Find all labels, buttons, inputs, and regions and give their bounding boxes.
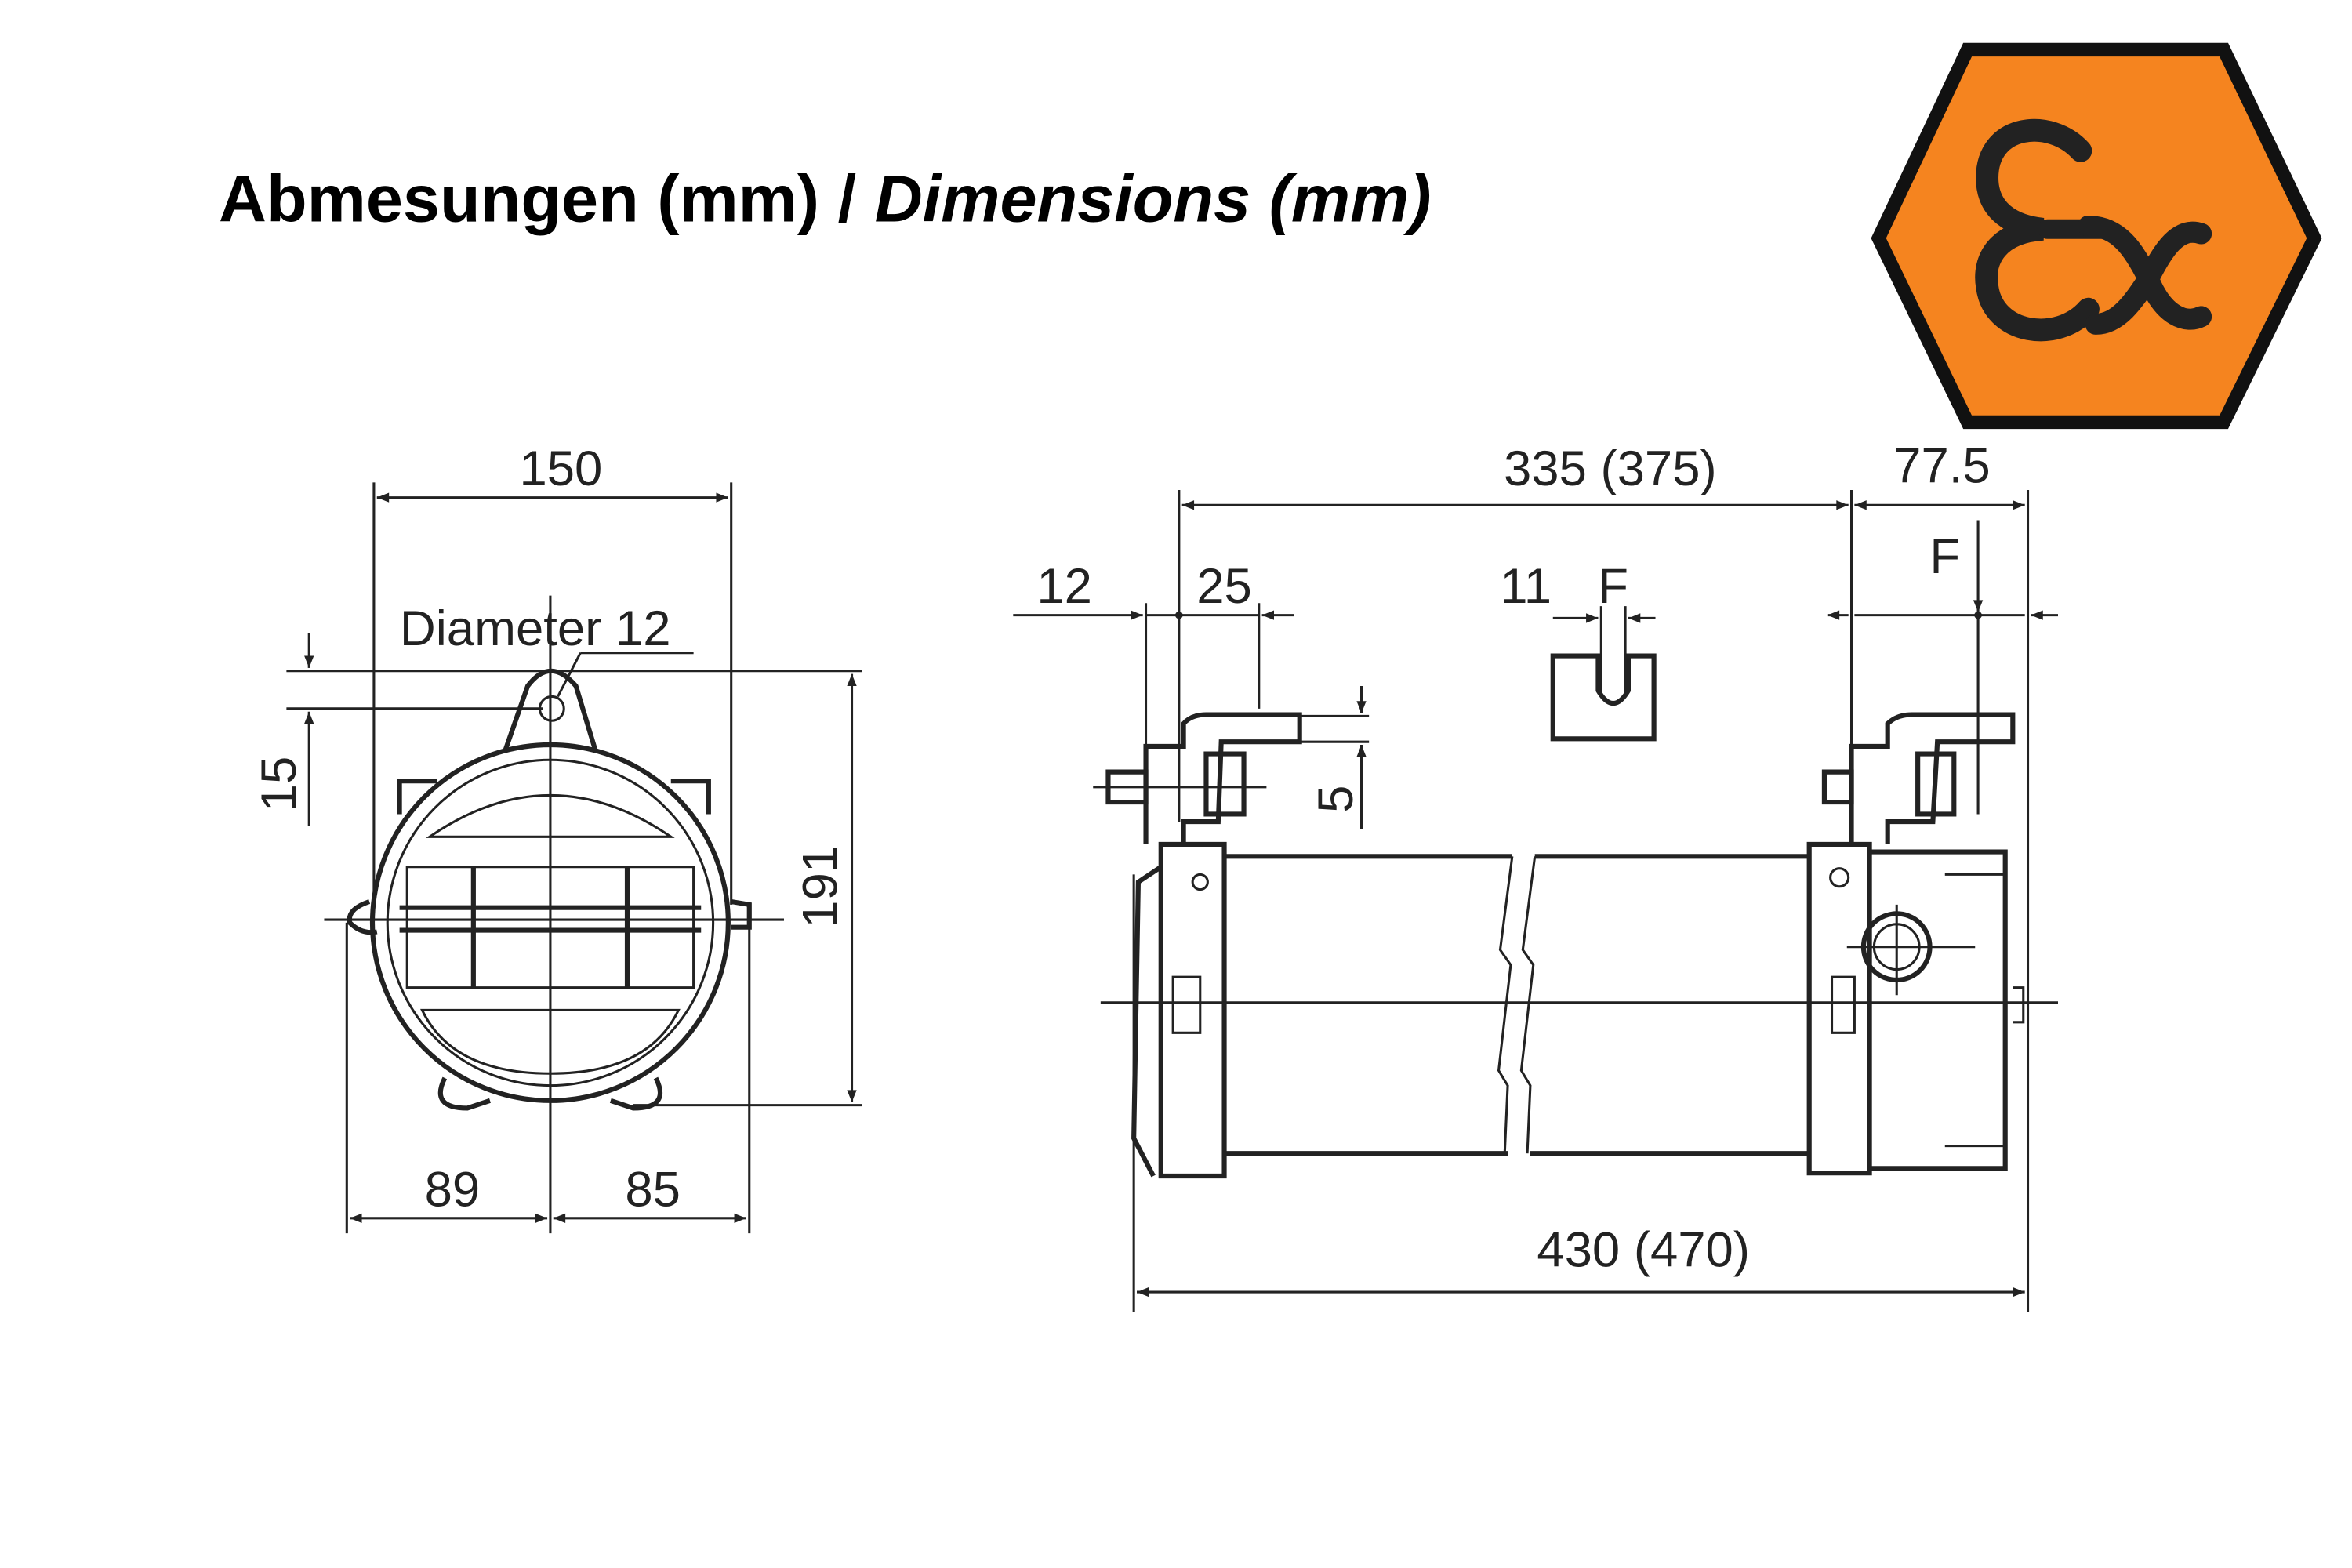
ex-atex-logo	[1871, 42, 2322, 430]
slot-label-f: F	[1598, 559, 1628, 614]
dim-hole-diameter: Diameter 12	[400, 601, 671, 656]
front-view: 150 Diameter 12 15 191 89 85	[252, 441, 862, 1234]
dim-bracket-width-25: 25	[1196, 559, 1252, 614]
dim-width-150: 150	[519, 441, 602, 496]
slot-detail	[1550, 653, 1657, 742]
dim-hole-offset-15: 15	[252, 757, 307, 812]
right-f-label: F	[1929, 529, 1960, 584]
dim-mount-spacing: 335 (375)	[1504, 441, 1717, 496]
dim-height-191: 191	[793, 845, 848, 928]
dim-slot-width-11: 11	[1500, 559, 1552, 614]
dim-right-85: 85	[625, 1162, 681, 1217]
dim-left-89: 89	[425, 1162, 481, 1217]
side-view: 335 (375) 77.5 12 25 11 F F 5	[1013, 438, 2058, 1312]
dim-right-offset-77-5: 77.5	[1893, 438, 1991, 493]
dim-bracket-height-5: 5	[1308, 786, 1363, 813]
page-title: Abmesungen (mm) / Dimensions (mm)	[219, 162, 1432, 236]
dim-total-length: 430 (470)	[1537, 1222, 1750, 1277]
dim-left-offset-12: 12	[1036, 559, 1092, 614]
